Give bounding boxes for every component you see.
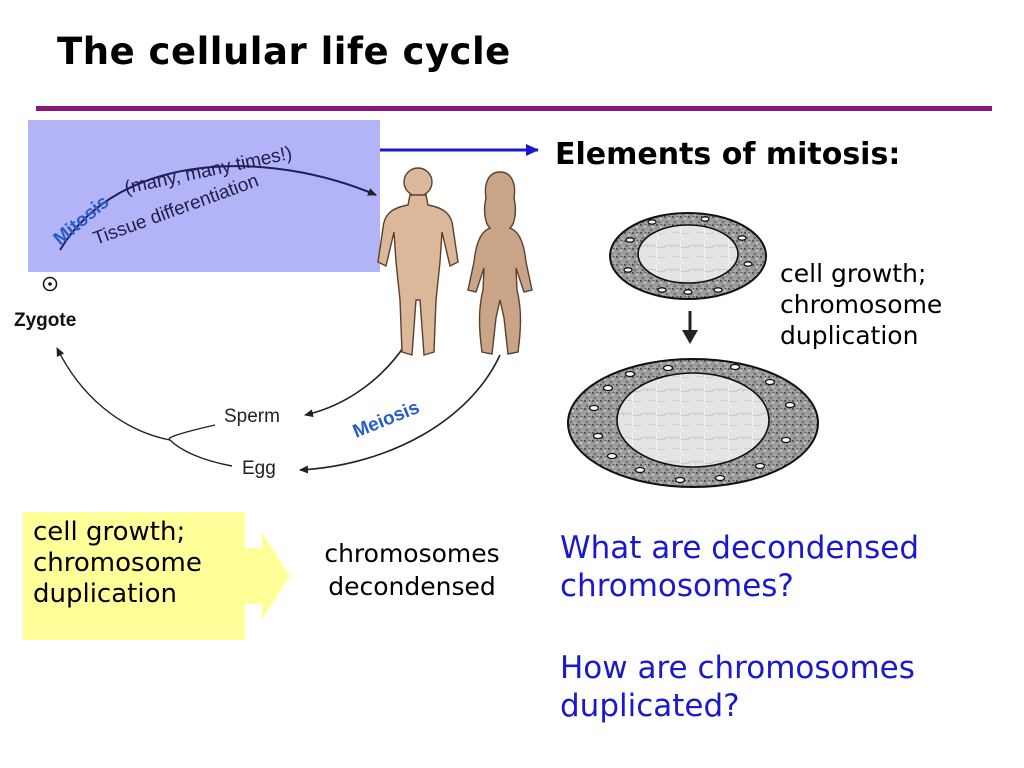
- slide-title: The cellular life cycle: [57, 30, 511, 73]
- decondensed-caption: chromosomes decondensed: [296, 537, 528, 603]
- caption-line: chromosome: [780, 290, 943, 319]
- fertilization-arrow: [56, 347, 171, 441]
- question-decondensed: What are decondensed chromosomes?: [560, 529, 1010, 605]
- decondensed-line: chromosomes: [324, 539, 500, 568]
- meiosis-label: Meiosis: [350, 397, 422, 443]
- question-line: duplicated?: [560, 688, 740, 724]
- yellow-line: cell growth;: [33, 517, 186, 547]
- caption-line: duplication: [780, 321, 919, 350]
- question-line: How are chromosomes: [560, 650, 915, 686]
- male-figure: [377, 167, 459, 356]
- question-line: What are decondensed: [560, 530, 919, 566]
- female-figure: [467, 171, 533, 355]
- yellow-highlight-box: [23, 512, 245, 640]
- zygote-symbol-icon: [42, 276, 58, 292]
- egg-label: Egg: [242, 458, 276, 479]
- yellow-line: duplication: [33, 579, 177, 609]
- egg-to-zygote-line: [169, 439, 233, 467]
- elements-of-mitosis-heading: Elements of mitosis:: [555, 137, 901, 172]
- egg-arrow: [299, 354, 501, 474]
- sperm-arrow: [304, 344, 406, 418]
- mitosis-highlight-band: [28, 120, 380, 272]
- question-line: chromosomes?: [560, 568, 794, 604]
- sperm-label: Sperm: [224, 406, 280, 427]
- cell-growth-caption: cell growth; chromosome duplication: [780, 258, 1000, 351]
- decondensed-line: decondensed: [328, 572, 496, 601]
- mitosis-arc: [59, 165, 377, 251]
- large-cell: [567, 358, 819, 488]
- right-block-arrow-icon: [245, 532, 290, 620]
- sperm-to-zygote-line: [168, 424, 216, 441]
- caption-line: cell growth;: [780, 259, 927, 288]
- down-arrow-icon: [682, 311, 698, 344]
- yellow-box-text: cell growth; chromosome duplication: [33, 517, 243, 610]
- title-divider: [36, 106, 992, 111]
- question-duplicated: How are chromosomes duplicated?: [560, 649, 1010, 725]
- small-cell: [609, 212, 767, 300]
- yellow-line: chromosome: [33, 548, 202, 578]
- zygote-label: Zygote: [14, 310, 76, 331]
